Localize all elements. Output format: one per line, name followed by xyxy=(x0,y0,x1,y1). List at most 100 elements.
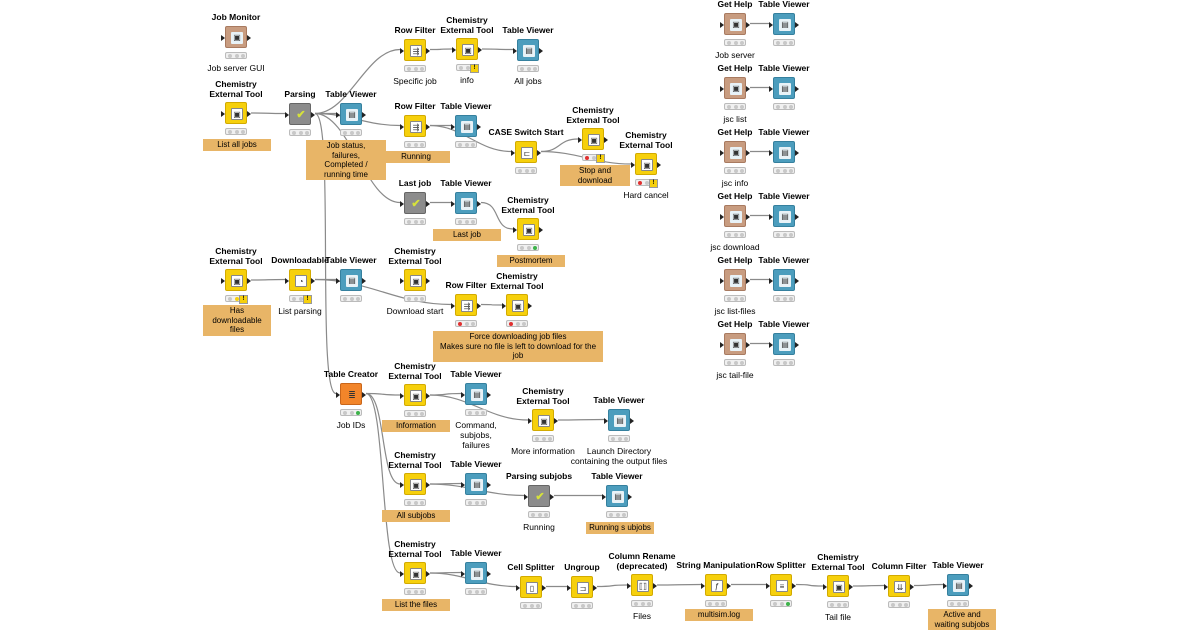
input-port-icon[interactable] xyxy=(769,21,773,28)
external-tool-icon[interactable]: ▣ xyxy=(631,153,661,175)
metanode-yellow-icon[interactable]: ◔ xyxy=(285,268,315,291)
component-icon[interactable]: ▣ xyxy=(720,332,750,355)
external-tool-icon[interactable]: ▣ xyxy=(452,38,482,60)
external-tool-icon[interactable]: ▣ xyxy=(400,562,430,584)
table-viewer-icon[interactable]: ▤ xyxy=(461,472,491,495)
input-port-icon[interactable] xyxy=(516,584,520,591)
column-rename-icon[interactable]: ⟦⟧ xyxy=(627,574,657,596)
output-port-icon[interactable] xyxy=(487,391,491,398)
output-port-icon[interactable] xyxy=(487,570,491,577)
ungroup-icon[interactable]: ⊐ xyxy=(567,575,597,598)
input-port-icon[interactable] xyxy=(461,570,465,577)
table-viewer-icon[interactable]: ▤ xyxy=(336,102,366,125)
output-port-icon[interactable] xyxy=(426,200,430,207)
output-port-icon[interactable] xyxy=(477,302,481,309)
annotation-listall[interactable]: List all jobs xyxy=(203,139,271,151)
connection-case-switch-to-chem-stop[interactable] xyxy=(540,138,579,153)
input-port-icon[interactable] xyxy=(720,21,724,28)
output-port-icon[interactable] xyxy=(554,418,558,424)
table-viewer-icon[interactable]: ▤ xyxy=(451,191,481,214)
input-port-icon[interactable] xyxy=(769,85,773,92)
input-port-icon[interactable] xyxy=(720,277,724,284)
output-port-icon[interactable] xyxy=(247,111,251,117)
component-icon[interactable]: ▣ xyxy=(720,76,750,99)
input-port-icon[interactable] xyxy=(452,47,456,53)
output-port-icon[interactable] xyxy=(746,85,750,92)
output-port-icon[interactable] xyxy=(969,582,973,589)
output-port-icon[interactable] xyxy=(477,123,481,130)
table-viewer-icon[interactable]: ▤ xyxy=(461,382,491,405)
connection-col-filter-to-tv-active[interactable] xyxy=(913,583,944,587)
external-tool-icon[interactable]: ▣ xyxy=(578,128,608,150)
table-viewer-icon[interactable]: ▤ xyxy=(336,268,366,291)
connection-table-creator-to-chem-files[interactable] xyxy=(365,392,401,574)
output-port-icon[interactable] xyxy=(792,582,796,589)
external-tool-icon[interactable]: ▣ xyxy=(823,575,853,597)
input-port-icon[interactable] xyxy=(461,481,465,488)
input-port-icon[interactable] xyxy=(766,582,770,589)
input-port-icon[interactable] xyxy=(823,584,827,590)
connection-chem-info-to-tv-alljobs[interactable] xyxy=(481,48,514,51)
connection-rowf-running-to-case-switch[interactable] xyxy=(429,124,512,153)
input-port-icon[interactable] xyxy=(943,582,947,589)
output-port-icon[interactable] xyxy=(542,584,546,591)
external-tool-icon[interactable]: ▣ xyxy=(400,269,430,291)
component-icon[interactable]: ▣ xyxy=(720,204,750,227)
output-port-icon[interactable] xyxy=(426,571,430,577)
input-port-icon[interactable] xyxy=(769,277,773,284)
output-port-icon[interactable] xyxy=(426,47,430,54)
input-port-icon[interactable] xyxy=(631,162,635,168)
input-port-icon[interactable] xyxy=(221,34,225,41)
annotation-lastjob[interactable]: Last job xyxy=(433,229,501,241)
output-port-icon[interactable] xyxy=(593,584,597,591)
component-icon[interactable]: ▣ xyxy=(720,140,750,163)
row-filter-icon[interactable]: ⇶ xyxy=(400,38,430,61)
input-port-icon[interactable] xyxy=(769,213,773,220)
input-port-icon[interactable] xyxy=(578,137,582,143)
annotation-active[interactable]: Active and waiting subjobs xyxy=(928,609,996,630)
output-port-icon[interactable] xyxy=(795,21,799,28)
input-port-icon[interactable] xyxy=(524,493,528,500)
output-port-icon[interactable] xyxy=(247,278,251,284)
connection-chem-tail-to-col-filter[interactable] xyxy=(852,584,885,587)
input-port-icon[interactable] xyxy=(400,47,404,54)
output-port-icon[interactable] xyxy=(362,277,366,284)
input-port-icon[interactable] xyxy=(604,417,608,424)
input-port-icon[interactable] xyxy=(451,200,455,207)
input-port-icon[interactable] xyxy=(400,571,404,577)
output-port-icon[interactable] xyxy=(746,277,750,284)
output-port-icon[interactable] xyxy=(426,482,430,488)
input-port-icon[interactable] xyxy=(513,227,517,233)
connection-chem-more-to-tv-launch[interactable] xyxy=(557,418,605,421)
connection-row-splitter-to-chem-tail[interactable] xyxy=(795,583,824,587)
input-port-icon[interactable] xyxy=(336,391,340,398)
metanode-icon[interactable]: ✔ xyxy=(400,191,430,214)
connection-col-rename-to-string-manip[interactable] xyxy=(656,583,702,586)
connection-chem-information-to-chem-more[interactable] xyxy=(429,394,529,421)
annotation-hasdl[interactable]: Has downloadable files xyxy=(203,305,271,336)
annotation-postmortem[interactable]: Postmortem xyxy=(497,255,565,267)
annotation-multisim[interactable]: multisim.log xyxy=(685,609,753,621)
connection-downloadable-to-rowf-force[interactable] xyxy=(314,278,452,306)
output-port-icon[interactable] xyxy=(426,278,430,284)
connection-table-creator-to-chem-allsub[interactable] xyxy=(365,392,401,485)
output-port-icon[interactable] xyxy=(795,149,799,156)
input-port-icon[interactable] xyxy=(513,47,517,54)
output-port-icon[interactable] xyxy=(550,493,554,500)
input-port-icon[interactable] xyxy=(720,341,724,348)
input-port-icon[interactable] xyxy=(627,583,631,589)
input-port-icon[interactable] xyxy=(720,85,724,92)
output-port-icon[interactable] xyxy=(477,200,481,207)
output-port-icon[interactable] xyxy=(727,582,731,589)
switch-icon[interactable]: ⊏ xyxy=(511,140,541,163)
input-port-icon[interactable] xyxy=(567,584,571,591)
external-tool-icon[interactable]: ▣ xyxy=(221,269,251,291)
output-port-icon[interactable] xyxy=(362,391,366,398)
annotation-status[interactable]: Job status, failures, Completed / runnin… xyxy=(306,140,386,180)
input-port-icon[interactable] xyxy=(502,303,506,309)
output-port-icon[interactable] xyxy=(628,493,632,500)
input-port-icon[interactable] xyxy=(720,213,724,220)
annotation-force[interactable]: Force downloading job files Makes sure n… xyxy=(433,331,603,362)
connection-table-creator-to-chem-information[interactable] xyxy=(365,392,401,396)
output-port-icon[interactable] xyxy=(539,227,543,233)
